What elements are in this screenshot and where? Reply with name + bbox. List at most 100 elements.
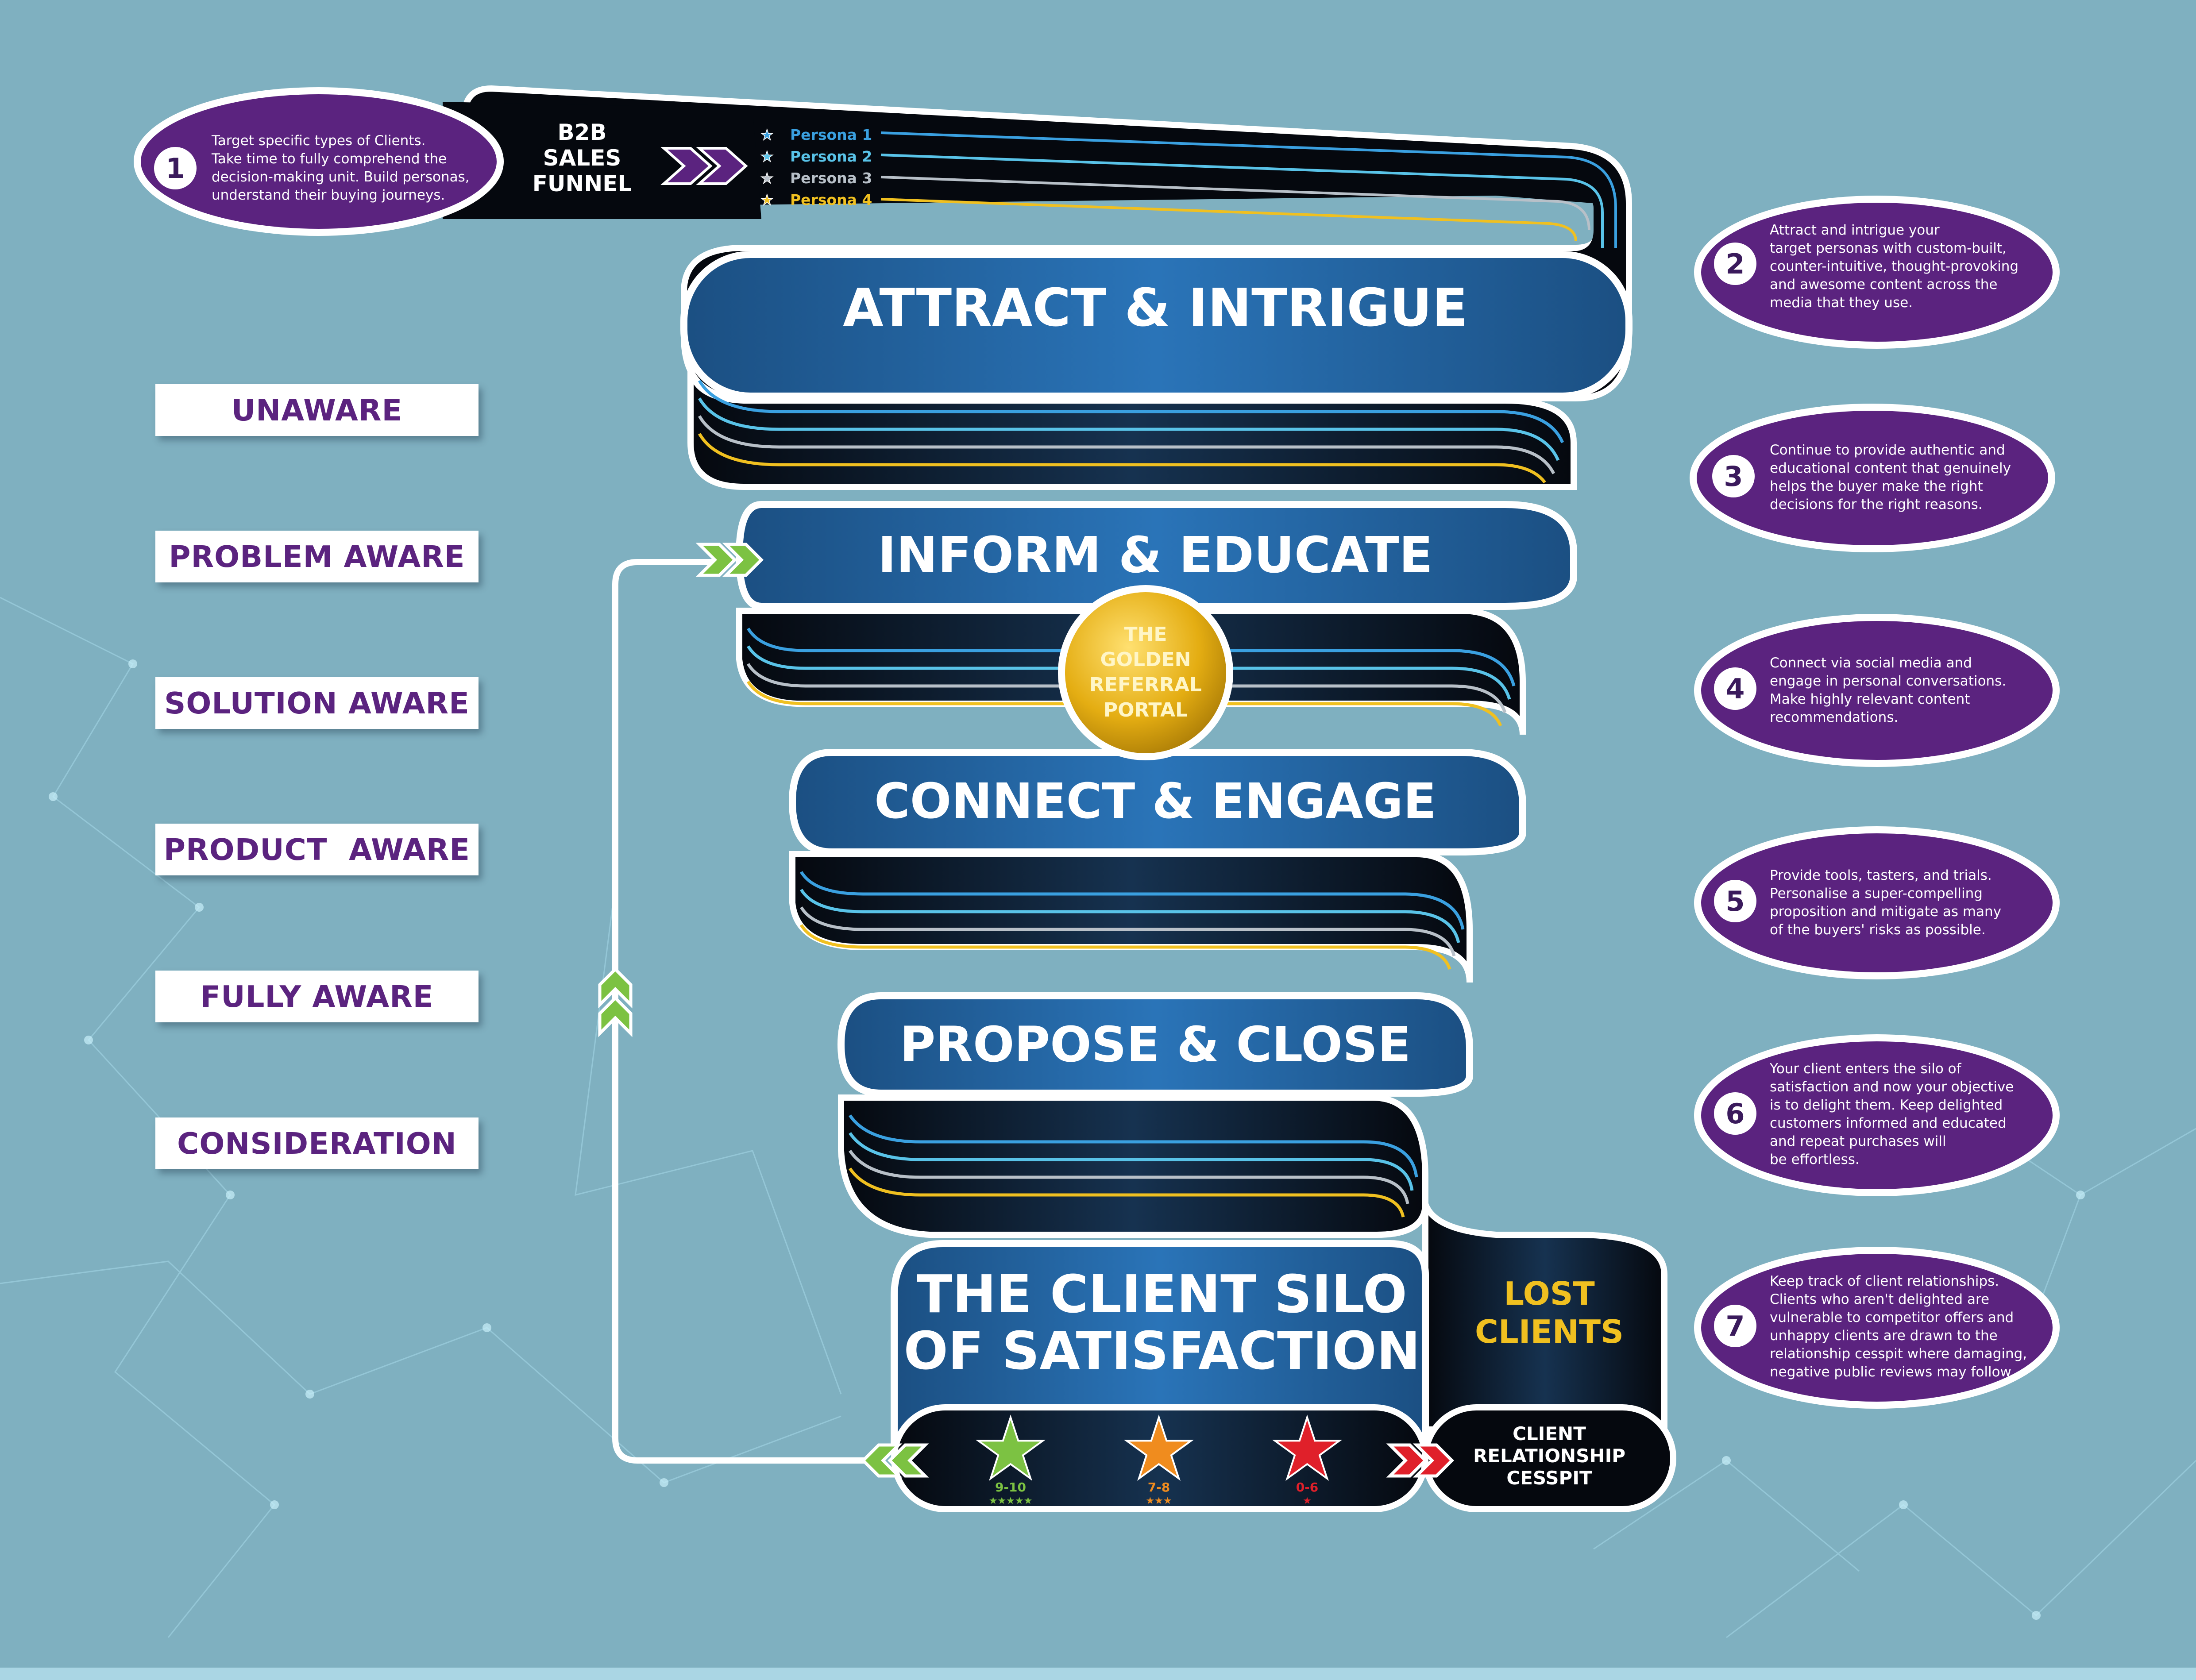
step6-line1: Your client enters the silo of [1770, 1061, 1961, 1077]
rating-range-1: 9-10 [995, 1480, 1026, 1495]
step3-line4: decisions for the right reasons. [1770, 497, 1983, 512]
portal-line1: THE [1124, 623, 1167, 646]
step7-line1: Keep track of client relationships. [1770, 1273, 1999, 1289]
awareness-unaware: UNAWARE [155, 384, 479, 436]
persona-star-4: ★ [760, 191, 774, 208]
persona-lines-tube1 [698, 380, 1564, 484]
step-bubble-3 [1690, 404, 2055, 552]
ribbon-inform [735, 501, 1577, 610]
silo-exit-chevrons [861, 1443, 929, 1478]
persona-label-4: Persona 4 [790, 191, 872, 208]
rating-star-red: ★ [1270, 1400, 1345, 1498]
step2-line1: Attract and intrigue your [1770, 222, 1940, 238]
step7-line3: vulnerable to competitor offers and [1770, 1310, 2014, 1326]
step-text-3: Continue to provide authentic and educat… [1770, 441, 2011, 514]
step-number-7: 7 [1714, 1305, 1756, 1347]
rating-group: ★ 9-10 ★★★★★ ★ 7-8 ★★★ ★ 0-6 ★ [972, 1399, 1346, 1507]
tube-4 [838, 1094, 1428, 1238]
persona-list: ★ Persona 1 ★ Persona 2 ★ Persona 3 ★ Pe… [760, 126, 872, 209]
inform-entry-chevrons [695, 543, 764, 577]
step6-line5: and repeat purchases will [1770, 1133, 1946, 1149]
persona-lines-tube3 [800, 871, 1465, 970]
step-number-5: 5 [1714, 880, 1756, 922]
stage-inform: INFORM & EDUCATE [878, 527, 1433, 584]
stage-silo: THE CLIENT SILO OF SATISFACTION [899, 1266, 1425, 1379]
step-bubble-5 [1694, 826, 2060, 979]
awareness-product-aware: PRODUCT AWARE [155, 824, 479, 875]
persona-star-1: ★ [760, 126, 774, 143]
step7-line5: relationship cesspit where damaging, [1770, 1346, 2027, 1362]
step5-line4: of the buyers' risks as possible. [1770, 922, 1986, 938]
step6-line4: customers informed and educated [1770, 1115, 2007, 1131]
portal-line3: REFERRAL [1089, 674, 1202, 696]
step7-line4: unhappy clients are drawn to the [1770, 1328, 1998, 1344]
loop-up-chevrons [598, 967, 633, 1037]
awareness-problem-aware: PROBLEM AWARE [155, 531, 479, 582]
step-number-1: 1 [154, 147, 197, 189]
persona-lines-top [880, 131, 1617, 248]
lost-clients-box [1422, 1202, 1667, 1433]
step-bubble-6 [1694, 1034, 2060, 1196]
step-bubble-1 [134, 87, 504, 236]
lost-line1: LOST [1504, 1275, 1595, 1312]
step2-line2: target personas with custom-built, [1770, 240, 2007, 256]
funnel-title-bar [443, 102, 761, 219]
step5-line2: Personalise a super-compelling [1770, 886, 1983, 902]
step6-line2: satisfaction and now your objective [1770, 1079, 2014, 1095]
step-bubble-2 [1694, 196, 2060, 349]
rating-range-3: 0-6 [1296, 1480, 1319, 1495]
step-text-4: Connect via social media and engage in p… [1770, 654, 2006, 727]
step5-line3: proposition and mitigate as many [1770, 904, 2002, 920]
step-text-1: Target specific types of Clients. Take t… [212, 132, 470, 204]
rating-star-orange: ★ [1121, 1400, 1196, 1498]
step7-line6: negative public reviews may follow. [1770, 1364, 2015, 1380]
rating-star-green: ★ [973, 1400, 1048, 1498]
step-text-6: Your client enters the silo of satisfact… [1770, 1060, 2014, 1169]
step1-line3: decision-making unit. Build personas, [212, 169, 470, 185]
ribbon-attract [680, 251, 1633, 400]
step-bubble-7 [1694, 1247, 2060, 1409]
rating-range-2: 7-8 [1148, 1480, 1170, 1495]
lost-line2: CLIENTS [1475, 1313, 1624, 1350]
step6-line3: is to delight them. Keep delighted [1770, 1097, 2003, 1113]
step-bubble-4 [1694, 614, 2060, 767]
persona-label-3: Persona 3 [790, 170, 872, 187]
step3-line3: helps the buyer make the right [1770, 478, 1983, 494]
cesspit-line2: RELATIONSHIP [1473, 1445, 1625, 1467]
bottom-strip [0, 1668, 2196, 1680]
cesspit-bar [1422, 1404, 1676, 1512]
funnel-chevrons [660, 147, 748, 185]
persona-star-2: ★ [760, 148, 774, 165]
stage-silo-line2: OF SATISFACTION [903, 1320, 1420, 1381]
step7-line2: Clients who aren't delighted are [1770, 1291, 1990, 1307]
awareness-fully-aware: FULLY AWARE [155, 971, 479, 1022]
step2-line5: media that they use. [1770, 295, 1913, 311]
rating-stars-1: ★★★★★ [989, 1495, 1033, 1507]
funnel-title-line3: FUNNEL [532, 171, 632, 197]
awareness-solution-aware: SOLUTION AWARE [155, 677, 479, 729]
cesspit-chevrons [1386, 1443, 1454, 1478]
step1-line1: Target specific types of Clients. [212, 133, 426, 149]
cesspit-line3: CESSPIT [1506, 1467, 1592, 1489]
stage-propose: PROPOSE & CLOSE [899, 1016, 1411, 1073]
tube-3 [789, 851, 1473, 983]
ribbon-connect [788, 749, 1526, 855]
rating-stars-3: ★ [1303, 1495, 1312, 1507]
awareness-consideration: CONSIDERATION [155, 1117, 479, 1169]
cesspit-label: CLIENT RELATIONSHIP CESSPIT [1434, 1423, 1664, 1489]
cesspit-line1: CLIENT [1513, 1423, 1586, 1445]
portal-line2: GOLDEN [1100, 648, 1191, 671]
portal-line4: PORTAL [1104, 699, 1188, 721]
persona-lines-tube4 [849, 1114, 1418, 1218]
step-number-3: 3 [1712, 455, 1755, 497]
step-number-6: 6 [1714, 1092, 1756, 1135]
persona-lines-tube2 [747, 628, 1516, 727]
step6-line6: be effortless. [1770, 1152, 1860, 1168]
stage-attract: ATTRACT & INTRIGUE [843, 277, 1468, 338]
golden-referral-portal [1058, 585, 1233, 760]
step-bubbles [134, 87, 2060, 1409]
step-text-7: Keep track of client relationships. Clie… [1770, 1272, 2027, 1381]
funnel-title: B2B SALES FUNNEL [509, 119, 655, 197]
step3-line1: Continue to provide authentic and [1770, 442, 2005, 458]
